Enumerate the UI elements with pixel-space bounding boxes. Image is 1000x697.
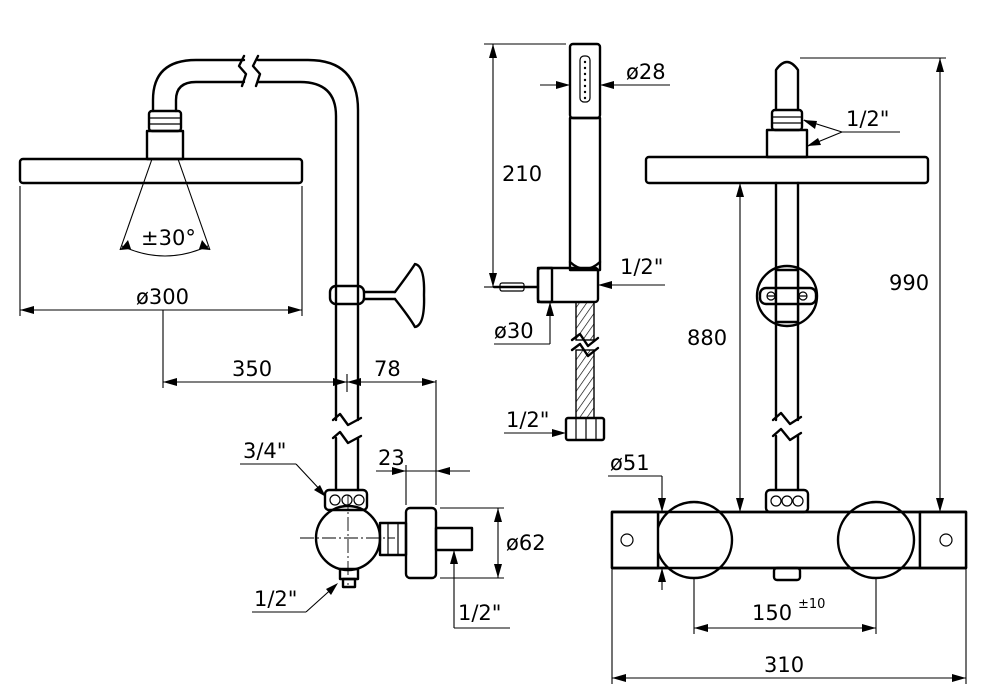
left-knob — [654, 500, 734, 580]
arm-reach-label: 350 — [232, 357, 272, 381]
shower-arm — [151, 58, 246, 113]
body-diameter-label: ø62 — [506, 531, 546, 555]
handshower-diameter-label: ø28 — [626, 60, 666, 84]
right-view: 1/2" 990 880 ø51 150 ±10 310 — [608, 57, 968, 684]
wall-bracket-flange — [393, 262, 426, 329]
riser-pipe-upper — [256, 58, 360, 422]
wall-bracket-clamp — [328, 284, 366, 306]
spray-nozzles — [583, 60, 587, 100]
left-view: ø300 ±30° 350 78 23 ø62 — [18, 54, 546, 629]
mixer-eccentric — [378, 521, 408, 557]
head-connector-nut — [770, 108, 804, 132]
spray-angle-label: ±30° — [141, 226, 196, 250]
rain-head-connector — [145, 129, 185, 161]
head-diameter-label: ø300 — [136, 285, 189, 309]
middle-view: 210 ø28 1/2" ø30 1/2" — [484, 42, 670, 442]
inlet-bottom-thread-label: 1/2" — [254, 587, 297, 611]
rain-head-side — [18, 157, 304, 185]
holder-diameter-label: ø30 — [494, 319, 534, 343]
holder-thread-label: 1/2" — [620, 255, 663, 279]
overall-width-label: 310 — [764, 653, 804, 677]
wall-flange-side — [404, 506, 438, 580]
knob-diameter-label: ø51 — [610, 451, 650, 475]
head-thread-label: 1/2" — [846, 107, 889, 131]
hose-connector — [564, 416, 606, 442]
rain-head-nut — [147, 109, 183, 133]
shower-hose-lower — [575, 349, 595, 419]
right-knob — [836, 500, 916, 580]
inlet-top-thread-label: 3/4" — [243, 439, 286, 463]
bottom-outlet — [772, 566, 802, 582]
total-height-label: 990 — [889, 271, 929, 295]
wall-offset-label: 78 — [374, 357, 401, 381]
hose-thread-label: 1/2" — [506, 408, 549, 432]
riser-pipe-lower — [331, 430, 363, 492]
riser-top-cap — [774, 60, 800, 112]
handshower-length-label: 210 — [502, 162, 542, 186]
centers-label: 150 — [752, 601, 792, 625]
hand-shower-handle — [568, 116, 602, 272]
centers-tolerance-label: ±10 — [798, 597, 825, 612]
rain-head-front — [644, 155, 930, 185]
inlet-offset-label: 23 — [378, 446, 405, 470]
outlet-thread-label: 1/2" — [458, 601, 501, 625]
hand-shower-holder — [536, 266, 600, 304]
mixer-union-nut — [323, 488, 369, 512]
bar-height-label: 880 — [687, 326, 727, 350]
